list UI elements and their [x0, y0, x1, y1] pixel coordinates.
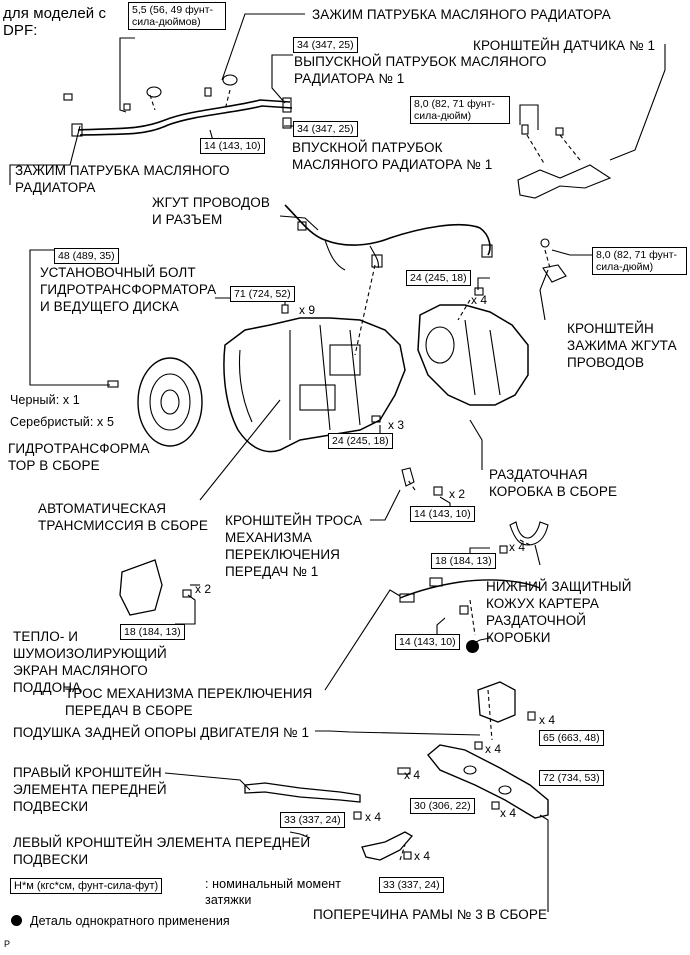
torque-unit-legend-description: : номинальный момент затяжки: [205, 877, 342, 907]
quantity-tag: x 4: [539, 713, 556, 727]
torque-spec: 14 (143, 10): [410, 506, 475, 522]
outlet-hose-label: ВЫПУСКНОЙ ПАТРУБОК МАСЛЯНОГО РАДИАТОРА №…: [294, 54, 547, 86]
torque-spec: 18 (184, 13): [120, 624, 185, 640]
quantity-tag: x 4: [404, 768, 421, 782]
shift-cable-bracket-label: КРОНШТЕЙН ТРОСА МЕХАНИЗМА ПЕРЕКЛЮЧЕНИЯ П…: [225, 513, 363, 579]
torque-spec: 48 (489, 35): [54, 248, 119, 264]
harness-clamp-bracket-label: КРОНШТЕЙН ЗАЖИМА ЖГУТА ПРОВОДОВ: [567, 321, 677, 370]
wire-harness-label: ЖГУТ ПРОВОДОВ И РАЗЪЕМ: [152, 195, 270, 227]
right-front-suspension-bracket-label: ПРАВЫЙ КРОНШТЕЙН ЭЛЕМЕНТА ПЕРЕДНЕЙ ПОДВЕ…: [13, 765, 167, 814]
single-use-part-marker: [466, 640, 479, 653]
bolt-color-black: Черный: x 1: [10, 393, 80, 407]
quantity-tag: x 9: [299, 303, 316, 317]
torque-spec: 8,0 (82, 71 фунт- сила-дюйм): [410, 96, 510, 124]
torque-spec: 5,5 (56, 49 фунт- сила-дюймов): [128, 2, 226, 30]
torque-unit-legend-box: Н*м (кгс*см, фунт-сила-фут): [10, 878, 163, 894]
torque-spec: 34 (347, 25): [293, 121, 358, 137]
transfer-assembly-label: РАЗДАТОЧНАЯ КОРОБКА В СБОРЕ: [489, 467, 618, 499]
shift-cable-label: ТРОС МЕХАНИЗМА ПЕРЕКЛЮЧЕНИЯ ПЕРЕДАЧ В СБ…: [65, 686, 313, 718]
quantity-tag: x 4: [414, 849, 431, 863]
torque-spec: 33 (337, 24): [280, 812, 345, 828]
torque-spec: 18 (184, 13): [431, 553, 496, 569]
oil-cooler-hose-clamp-label: ЗАЖИМ ПАТРУБКА МАСЛЯНОГО РАДИАТОРА: [15, 163, 230, 195]
quantity-tag: x 4: [500, 806, 517, 820]
frame-crossmember-label: ПОПЕРЕЧИНА РАМЫ № 3 В СБОРЕ: [313, 907, 548, 922]
quantity-tag: x 4: [471, 293, 488, 307]
sensor-bracket-label: КРОНШТЕЙН ДАТЧИКА № 1: [473, 38, 656, 53]
single-use-legend-text: Деталь однократного применения: [30, 914, 230, 928]
quantity-tag: x 4: [509, 540, 526, 554]
quantity-tag: x 2: [195, 582, 212, 596]
torque-spec: 71 (724, 52): [230, 286, 295, 302]
torque-spec: 24 (245, 18): [328, 433, 393, 449]
torque-spec: 65 (663, 48): [539, 730, 604, 746]
torque-converter-label: ГИДРОТРАНСФОРМА ТОР В СБОРЕ: [8, 441, 150, 473]
torque-spec: 30 (306, 22): [410, 798, 475, 814]
torque-spec: 24 (245, 18): [406, 270, 471, 286]
quantity-tag: x 3: [388, 418, 405, 432]
single-use-legend-marker: [11, 915, 22, 926]
dpf-note: для моделей с DPF:: [3, 5, 107, 39]
quantity-tag: x 4: [485, 742, 502, 756]
oil-cooler-hose-clamp-label: ЗАЖИМ ПАТРУБКА МАСЛЯНОГО РАДИАТОРА: [312, 7, 611, 22]
inlet-hose-label: ВПУСКНОЙ ПАТРУБОК МАСЛЯНОГО РАДИАТОРА № …: [292, 140, 493, 172]
torque-spec: 33 (337, 24): [379, 877, 444, 893]
torque-spec: 8,0 (82, 71 фунт- сила-дюйм): [592, 247, 687, 275]
torque-spec: 14 (143, 10): [395, 634, 460, 650]
quantity-tag: x 4: [365, 810, 382, 824]
transfer-lower-cover-label: НИЖНИЙ ЗАЩИТНЫЙ КОЖУХ КАРТЕРА РАЗДАТОЧНО…: [486, 579, 632, 645]
corner-mark: P: [4, 939, 11, 949]
rear-mount-insulator-label: ПОДУШКА ЗАДНЕЙ ОПОРЫ ДВИГАТЕЛЯ № 1: [13, 725, 310, 740]
torque-converter-bolt-label: УСТАНОВОЧНЫЙ БОЛТ ГИДРОТРАНСФОРМАТОРА И …: [40, 265, 217, 314]
auto-transmission-label: АВТОМАТИЧЕСКАЯ ТРАНСМИССИЯ В СБОРЕ: [38, 501, 208, 533]
oil-pan-shield-label: ТЕПЛО- И ШУМОИЗОЛИРУЮЩИЙ ЭКРАН МАСЛЯНОГО…: [13, 629, 167, 695]
bolt-color-silver: Серебристый: x 5: [10, 415, 114, 429]
quantity-tag: x 2: [449, 487, 466, 501]
torque-spec: 72 (734, 53): [539, 770, 604, 786]
torque-spec: 34 (347, 25): [293, 37, 358, 53]
torque-spec: 14 (143, 10): [200, 138, 265, 154]
left-front-suspension-bracket-label: ЛЕВЫЙ КРОНШТЕЙН ЭЛЕМЕНТА ПЕРЕДНЕЙ ПОДВЕС…: [13, 835, 311, 867]
